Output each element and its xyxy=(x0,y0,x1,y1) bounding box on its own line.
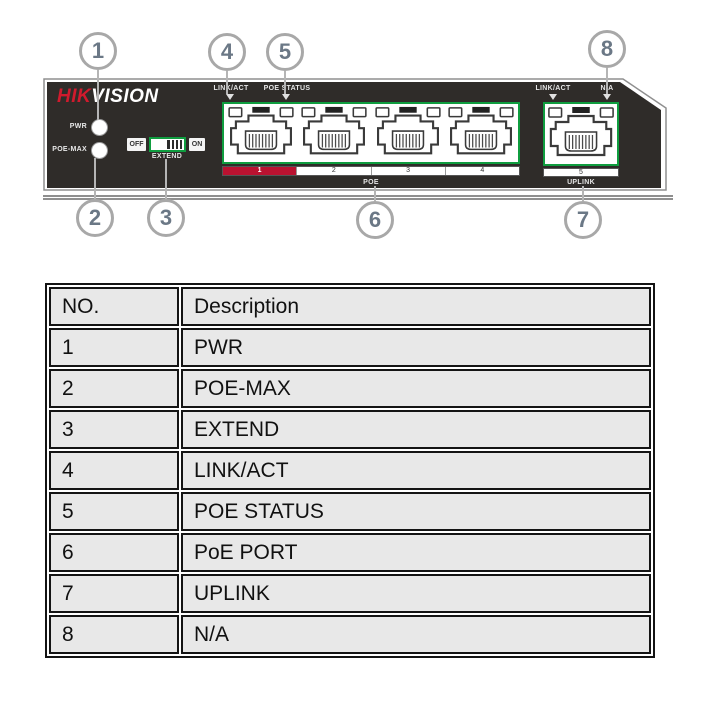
callout-4: 4 xyxy=(208,33,246,71)
extend-switch-knob xyxy=(167,140,183,149)
table-cell-no: 8 xyxy=(49,615,179,654)
poe-max-led-label: POE-MAX xyxy=(52,146,87,153)
callout-5: 5 xyxy=(266,33,304,71)
callout-line-6 xyxy=(374,186,376,201)
poe-port-block xyxy=(222,102,520,164)
extend-label: EXTEND xyxy=(151,153,183,160)
logo-vision: VISION xyxy=(91,86,159,107)
uplink-link-act-label: LINK/ACT xyxy=(535,85,571,92)
callout-line-1 xyxy=(97,70,99,120)
poe-group-label: POE xyxy=(363,179,379,186)
callout-7: 7 xyxy=(564,201,602,239)
port-number-3: 3 xyxy=(370,167,445,175)
callout-line-3 xyxy=(165,159,167,199)
callout-3: 3 xyxy=(147,199,185,237)
poe-port-4-icon xyxy=(448,105,514,155)
callout-2: 2 xyxy=(76,199,114,237)
poe-port-number-strip: 1 2 3 4 xyxy=(222,166,520,176)
table-cell-no: 6 xyxy=(49,533,179,572)
table-cell-desc: EXTEND xyxy=(181,410,651,449)
pwr-led-label: PWR xyxy=(69,123,87,130)
link-act-arrow-icon xyxy=(226,94,234,100)
table-row: 2 POE-MAX xyxy=(49,369,651,408)
table-row: 7 UPLINK xyxy=(49,574,651,613)
header-no: NO. xyxy=(49,287,179,326)
pwr-led xyxy=(91,119,108,136)
poe-status-arrow-icon xyxy=(282,94,290,100)
table-cell-desc: POE STATUS xyxy=(181,492,651,531)
table-cell-desc: N/A xyxy=(181,615,651,654)
extend-switch-off-label: OFF xyxy=(127,138,146,151)
table-cell-desc: PWR xyxy=(181,328,651,367)
callout-8: 8 xyxy=(588,30,626,68)
port-number-5: 5 xyxy=(544,169,618,176)
poe-port-3-icon xyxy=(374,105,441,155)
poe-status-label: POE STATUS xyxy=(263,85,311,92)
table-cell-desc: POE-MAX xyxy=(181,369,651,408)
port-number-2: 2 xyxy=(296,167,371,175)
uplink-port-block xyxy=(543,102,619,166)
port-number-1: 1 xyxy=(223,167,297,175)
header-description: Description xyxy=(181,287,651,326)
poe-max-led xyxy=(91,142,108,159)
callout-6: 6 xyxy=(356,201,394,239)
table-row: 3 EXTEND xyxy=(49,410,651,449)
callout-line-2 xyxy=(94,158,96,199)
hikvision-logo: HIKVISION xyxy=(57,87,159,107)
table-cell-no: 7 xyxy=(49,574,179,613)
table-header-row: NO. Description xyxy=(49,287,651,326)
switch-front-panel: HIKVISION PWR POE-MAX OFF ON EXTEND LINK… xyxy=(43,78,667,192)
uplink-port-icon xyxy=(547,105,615,157)
poe-link-act-label: LINK/ACT xyxy=(213,85,249,92)
table-cell-desc: PoE PORT xyxy=(181,533,651,572)
table-cell-no: 4 xyxy=(49,451,179,490)
table-cell-no: 5 xyxy=(49,492,179,531)
table-row: 4 LINK/ACT xyxy=(49,451,651,490)
table-row: 8 N/A xyxy=(49,615,651,654)
logo-hik: HIK xyxy=(57,86,92,107)
callout-line-7 xyxy=(582,186,584,201)
table-cell-no: 1 xyxy=(49,328,179,367)
table-cell-no: 3 xyxy=(49,410,179,449)
table-row: 5 POE STATUS xyxy=(49,492,651,531)
table-row: 6 PoE PORT xyxy=(49,533,651,572)
poe-port-2-icon xyxy=(301,105,368,155)
table-cell-no: 2 xyxy=(49,369,179,408)
panel-base-line xyxy=(43,195,673,200)
table-cell-desc: LINK/ACT xyxy=(181,451,651,490)
poe-port-1-icon xyxy=(228,105,294,155)
uplink-group-label: UPLINK xyxy=(567,179,595,186)
callout-line-5 xyxy=(284,71,286,94)
description-table: NO. Description 1 PWR 2 POE-MAX 3 EXTEND… xyxy=(45,283,655,658)
callout-line-4 xyxy=(226,71,228,94)
uplink-number-strip: 5 xyxy=(543,168,619,177)
uplink-na-arrow-icon xyxy=(603,94,611,100)
extend-switch-on-label: ON xyxy=(189,138,205,151)
uplink-link-act-arrow-icon xyxy=(549,94,557,100)
port-number-4: 4 xyxy=(444,167,519,175)
table-row: 1 PWR xyxy=(49,328,651,367)
callout-1: 1 xyxy=(79,32,117,70)
extend-switch xyxy=(149,137,186,152)
callout-line-8 xyxy=(606,68,608,94)
table-cell-desc: UPLINK xyxy=(181,574,651,613)
